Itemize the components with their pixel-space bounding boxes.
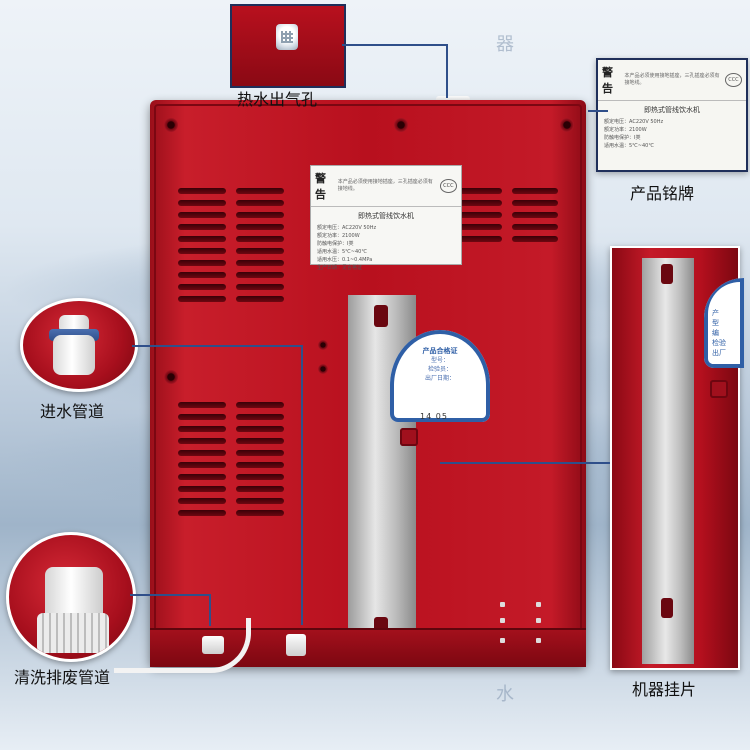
certificate-zoom: 产 型 编 检验 出厂 — [704, 278, 744, 368]
vent-grille — [178, 188, 226, 308]
certificate-zoom-line: 产 — [712, 309, 719, 317]
vent-mesh-icon — [281, 31, 293, 43]
drain-zoom — [6, 532, 136, 662]
nameplate: 警告 本产品必须使用接地插座，三孔插座必须有接地线。 CCC 即热式管线饮水机 … — [310, 165, 462, 271]
indicator-dot — [536, 618, 541, 623]
nameplate-zoom-warning-text: 本产品必须使用接地插座，三孔插座必须有接地线。 — [624, 73, 720, 86]
callout-line — [209, 594, 211, 626]
vent-grille — [456, 188, 502, 248]
callout-line — [342, 44, 446, 46]
label-bracket: 机器挂片 — [632, 680, 697, 699]
callout-line — [132, 345, 302, 347]
nameplate-zoom-row: 额定电压：AC220V 50Hz — [604, 119, 664, 125]
vent-grille — [178, 402, 226, 522]
nameplate-zoom-title: 即热式管线饮水机 — [644, 106, 700, 114]
water-dispenser-back: 警告 本产品必须使用接地插座，三孔插座必须有接地线。 CCC 即热式管线饮水机 … — [150, 100, 586, 667]
drain-cap-ribs — [37, 613, 109, 653]
screw-icon — [560, 118, 574, 132]
label-inlet: 进水管道 — [40, 402, 105, 421]
certificate-date: 14 05 — [420, 412, 448, 421]
drain-hose — [114, 618, 251, 673]
mount-block — [710, 380, 728, 398]
ccc-mark-icon: CCC — [439, 179, 457, 193]
bracket-slot — [661, 598, 673, 618]
nameplate-row: 额定功率：2100W — [317, 233, 360, 239]
certificate-zoom-line: 出厂 — [712, 349, 726, 357]
vent-grille — [512, 188, 558, 248]
indicator-dot — [500, 618, 505, 623]
drain-cap — [45, 567, 103, 621]
label-drain: 清洗排废管道 — [14, 668, 111, 687]
callout-line — [130, 594, 210, 596]
label-hot-vent: 热水出气孔 — [237, 90, 318, 109]
screw-icon — [318, 340, 328, 350]
certificate-zoom-line: 检验 — [712, 339, 726, 347]
indicator-dot — [536, 638, 541, 643]
indicator-dot — [536, 602, 541, 607]
inlet-fitting-top — [59, 315, 89, 333]
watermark-char: 器 — [496, 34, 514, 55]
nameplate-zoom-warning: 警告 — [602, 66, 613, 95]
bracket-slot — [661, 264, 673, 284]
bracket-slot — [374, 305, 388, 327]
certificate-zoom-line: 型 — [712, 319, 719, 327]
callout-line — [440, 462, 610, 464]
nameplate-row: 额定电压：AC220V 50Hz — [317, 225, 377, 231]
bracket-zoom-panel: 产 型 编 检验 出厂 — [610, 246, 744, 670]
nameplate-row: 适用水压：0.1~0.4MPa — [317, 257, 373, 263]
inlet-fitting-body — [53, 335, 95, 375]
certificate-model: 型号： — [430, 357, 449, 364]
certificate-inspector: 检验员： — [427, 366, 452, 373]
nameplate-zoom-row: 防触电保护：I类 — [604, 135, 641, 141]
callout-line — [446, 44, 448, 98]
nameplate-warning: 警告 — [315, 172, 326, 201]
indicator-dot — [500, 602, 505, 607]
nameplate-row: 适用水温：5℃~40℃ — [317, 249, 367, 255]
hot-vent-zoom — [230, 4, 346, 88]
certificate-title: 产品合格证 — [422, 347, 458, 355]
hanging-bracket-zoom — [642, 258, 694, 664]
label-nameplate: 产品铭牌 — [630, 184, 695, 203]
nameplate-row: 生产日期：见合格证 — [317, 265, 363, 271]
nameplate-row: 防触电保护：I类 — [317, 241, 354, 247]
vent-grille — [236, 402, 284, 522]
screw-icon — [164, 118, 178, 132]
ccc-mark-icon: CCC — [724, 73, 742, 87]
screw-icon — [318, 364, 328, 374]
nameplate-zoom-row: 额定功率：2100W — [604, 127, 647, 133]
nameplate-zoom: 警告 本产品必须使用接地插座，三孔插座必须有接地线。 CCC 即热式管线饮水机 … — [596, 58, 748, 172]
outlet-fitting — [286, 634, 306, 656]
vent-grille — [236, 188, 284, 308]
certificate-date-label: 出厂日期： — [424, 375, 455, 382]
watermark-char: 水 — [496, 684, 514, 705]
inlet-zoom — [20, 298, 138, 392]
certificate-zoom-line: 编 — [712, 329, 719, 337]
callout-line — [301, 345, 303, 625]
indicator-dot — [500, 638, 505, 643]
qualification-certificate: 产品合格证 型号： 检验员： 出厂日期： — [390, 330, 490, 422]
screw-icon — [394, 118, 408, 132]
nameplate-title: 即热式管线饮水机 — [358, 212, 414, 220]
screw-icon — [164, 370, 178, 384]
mount-block — [400, 428, 418, 446]
nameplate-warning-text: 本产品必须使用接地插座，三孔插座必须有接地线。 — [337, 179, 433, 192]
nameplate-zoom-row: 适用水温：5℃~40℃ — [604, 143, 654, 149]
callout-line — [588, 110, 608, 112]
